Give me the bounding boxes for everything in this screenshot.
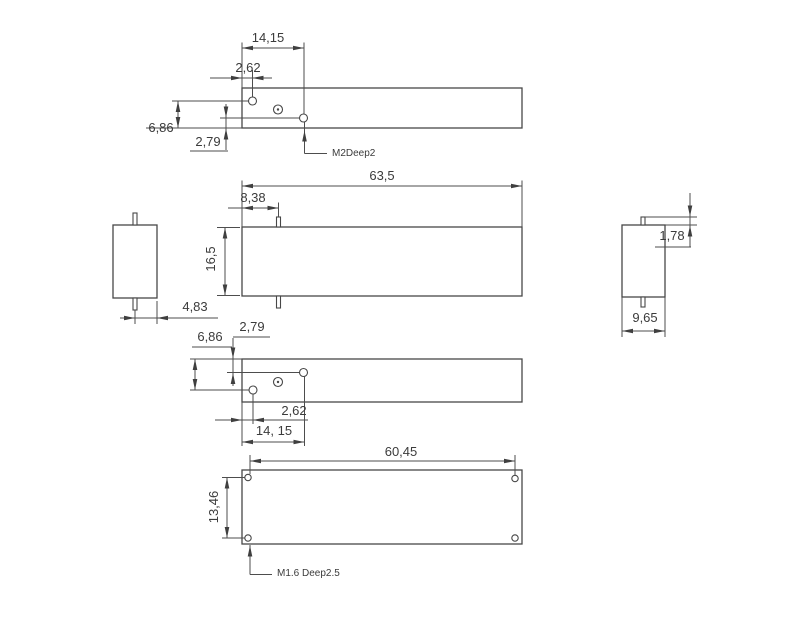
top-view-outline: [241, 87, 523, 129]
tapped-hole-m2: [298, 113, 309, 123]
dim-label-2-79-bottom: 2,79: [239, 319, 265, 334]
dim-label-63-5: 63,5: [369, 168, 395, 183]
corner-hole-bottom-right: [511, 534, 519, 542]
hole-center-dot: [276, 108, 280, 111]
dim-label-14-15-top: 14,15: [251, 30, 285, 45]
dim-label-14-15-bottom: 14, 15: [255, 423, 293, 438]
dim-label-9-65: 9,65: [632, 310, 658, 325]
dim-label-2-62-top: 2,62: [235, 60, 261, 75]
bottom-view: [222, 455, 523, 575]
top-view: [146, 42, 523, 154]
terminal-pin-top: [132, 212, 138, 226]
dim-label-6-86-top: 6,86: [148, 120, 174, 135]
bottom-plan-outline: [241, 358, 523, 403]
terminal-pin-top: [275, 216, 282, 228]
terminal-pin-bottom: [275, 295, 282, 309]
terminal-pin-bottom: [640, 296, 646, 308]
dim-label-16-5: 16,5: [203, 246, 218, 272]
dim-label-60-45: 60,45: [384, 444, 418, 459]
dim-label-6-86-bottom: 6,86: [197, 329, 223, 344]
terminal-pin-bottom: [132, 297, 138, 311]
front-view: [217, 180, 523, 309]
pilot-hole: [272, 376, 284, 388]
left-view-outline: [112, 224, 158, 299]
left-side-view: [112, 212, 218, 324]
dim-label-13-46: 13,46: [206, 490, 221, 524]
hole-center-dot: [276, 380, 280, 384]
front-view-outline: [241, 226, 523, 297]
bottom-view-outline: [241, 469, 523, 545]
terminal-pin-top: [640, 216, 646, 226]
thread-note-m1-6: M1.6 Deep2.5: [277, 568, 340, 579]
thread-note-m2: M2Deep2: [332, 148, 376, 159]
tapped-hole: [298, 367, 309, 378]
right-view-outline: [621, 224, 666, 298]
dim-label-2-62-bottom: 2,62: [281, 403, 307, 418]
pilot-hole: [272, 104, 284, 115]
dim-label-1-78: 1,78: [659, 228, 685, 243]
dim-label-4-83: 4,83: [182, 299, 208, 314]
corner-hole-top-right: [511, 474, 519, 483]
dim-label-8-38: 8,38: [240, 190, 266, 205]
bottom-plan-view: [190, 336, 523, 446]
screw-hole: [247, 96, 258, 106]
right-side-view: [621, 193, 697, 337]
dim-label-2-79-top: 2,79: [195, 134, 221, 149]
